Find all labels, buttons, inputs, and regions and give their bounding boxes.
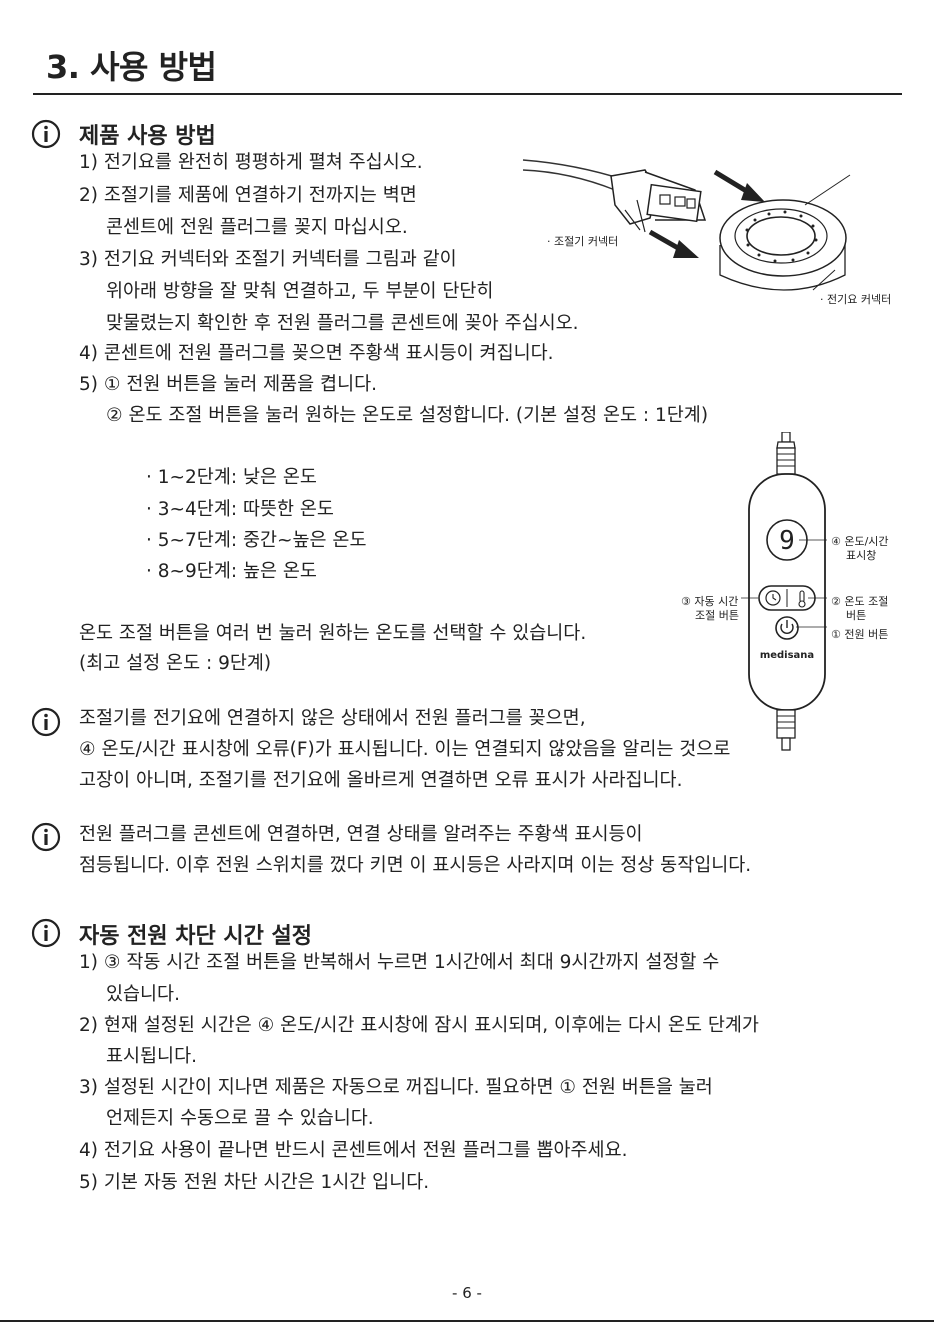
- note-text: ④ 온도/시간 표시창에 오류(F)가 표시됩니다. 이는 연결되지 않았음을 …: [79, 739, 731, 760]
- step-line: 2) 현재 설정된 시간은 ④ 온도/시간 표시창에 잠시 표시되며, 이후에는…: [79, 1015, 759, 1036]
- step-line: 언제든지 수동으로 끌 수 있습니다.: [106, 1108, 374, 1129]
- display-label: ④ 온도/시간: [831, 535, 889, 548]
- info-icon: [31, 822, 61, 852]
- controller-illustration: 9 medisana: [748, 432, 826, 751]
- step-line: 1) ③ 작동 시간 조절 버튼을 반복해서 누르면 1시간에서 최대 9시간까…: [79, 952, 720, 973]
- temp-button-label: 버튼: [846, 609, 867, 622]
- level-item: · 1~2단계: 낮은 온도: [146, 467, 317, 488]
- info-icon: [31, 918, 61, 948]
- step-line: 3) 설정된 시간이 지나면 제품은 자동으로 꺼집니다. 필요하면 ① 전원 …: [79, 1077, 713, 1098]
- step-line: 위아래 방향을 잘 맞춰 연결하고, 두 부분이 단단히: [106, 281, 494, 302]
- connector-illustration: [522, 159, 851, 291]
- step-line: 5) 기본 자동 전원 차단 시간은 1시간 입니다.: [79, 1172, 430, 1193]
- temp-button-label: ② 온도 조절: [831, 595, 889, 608]
- step-line: 4) 전기요 사용이 끝나면 반드시 콘센트에서 전원 플러그를 뽑아주세요.: [79, 1140, 628, 1161]
- brand-logo: medisana: [760, 650, 814, 661]
- page-title: 3. 사용 방법: [46, 48, 217, 86]
- timer-button-label: ③ 자동 시간: [681, 595, 739, 608]
- controller-leader-lines: [741, 539, 827, 628]
- step-line: 3) 전기요 커넥터와 조절기 커넥터를 그림과 같이: [79, 249, 457, 270]
- step-line: 1) 전기요를 완전히 평평하게 펼쳐 주십시오.: [79, 152, 423, 173]
- power-button-label: ① 전원 버튼: [831, 628, 889, 641]
- section-heading-usage: 제품 사용 방법: [79, 124, 216, 149]
- note-text: 점등됩니다. 이후 전원 스위치를 껐다 키면 이 표시등은 사라지며 이는 정…: [79, 855, 752, 876]
- section-heading-auto-off: 자동 전원 차단 시간 설정: [79, 924, 313, 949]
- controller-connector-label: · 조절기 커넥터: [547, 235, 619, 248]
- body-text: 온도 조절 버튼을 여러 번 눌러 원하는 온도를 선택할 수 있습니다.: [79, 623, 587, 644]
- step-line: 5) ① 전원 버튼을 눌러 제품을 켭니다.: [79, 374, 377, 395]
- info-icon: [31, 119, 61, 149]
- step-line: 콘센트에 전원 플러그를 꽂지 마십시오.: [106, 217, 408, 238]
- step-line: 표시됩니다.: [106, 1046, 197, 1067]
- note-text: 전원 플러그를 콘센트에 연결하면, 연결 상태를 알려주는 주황색 표시등이: [79, 824, 643, 845]
- step-line: 4) 콘센트에 전원 플러그를 꽂으면 주황색 표시등이 켜집니다.: [79, 343, 554, 364]
- level-item: · 8~9단계: 높은 온도: [146, 561, 317, 582]
- footer-divider: [0, 1320, 934, 1322]
- timer-button-label: 조절 버튼: [695, 609, 739, 622]
- step-line: ② 온도 조절 버튼을 눌러 원하는 온도로 설정합니다. (기본 설정 온도 …: [106, 405, 709, 426]
- display-label: 표시창: [846, 549, 877, 562]
- body-text: (최고 설정 온도 : 9단계): [79, 653, 272, 674]
- display-digit: 9: [779, 526, 795, 556]
- level-item: · 3~4단계: 따뜻한 온도: [146, 499, 334, 520]
- step-line: 맞물렸는지 확인한 후 전원 플러그를 콘센트에 꽂아 주십시오.: [106, 313, 579, 334]
- title-divider: [33, 93, 902, 95]
- note-text: 조절기를 전기요에 연결하지 않은 상태에서 전원 플러그를 꽂으면,: [79, 708, 586, 729]
- level-item: · 5~7단계: 중간~높은 온도: [146, 530, 367, 551]
- page-number: - 6 -: [452, 1284, 482, 1302]
- info-icon: [31, 707, 61, 737]
- note-text: 고장이 아니며, 조절기를 전기요에 올바르게 연결하면 오류 표시가 사라집니…: [79, 770, 683, 791]
- step-line: 있습니다.: [106, 984, 180, 1005]
- step-line: 2) 조절기를 제품에 연결하기 전까지는 벽면: [79, 185, 417, 206]
- blanket-connector-label: · 전기요 커넥터: [820, 293, 892, 306]
